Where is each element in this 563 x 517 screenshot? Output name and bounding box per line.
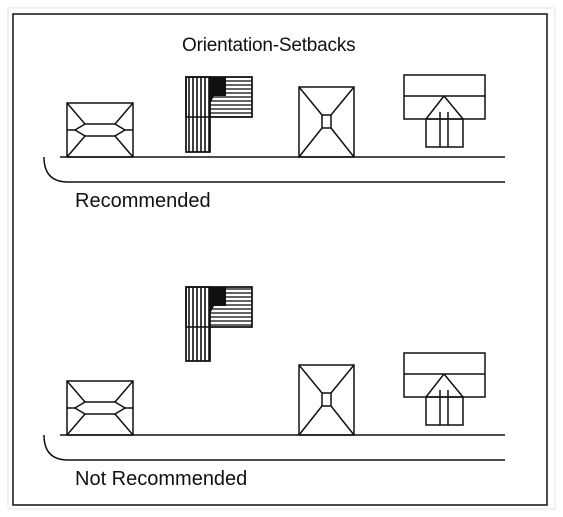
- t-shaped-house: [403, 352, 486, 426]
- l-shaped-hatched-house: [185, 286, 253, 362]
- diagram-frame: [12, 13, 548, 506]
- street-not-recommended: [43, 434, 505, 461]
- not-recommended-section: [43, 286, 505, 461]
- t-shaped-house: [403, 74, 486, 148]
- x-roof-house: [298, 364, 355, 436]
- x-roof-house: [298, 86, 355, 158]
- l-shaped-hatched-house: [185, 76, 253, 153]
- outer-border: [7, 7, 556, 510]
- street-recommended: [43, 156, 505, 183]
- diagram-title: Orientation-Setbacks: [182, 35, 356, 56]
- not-recommended-label: Not Recommended: [75, 468, 248, 490]
- recommended-section: [43, 74, 505, 183]
- recommended-label: Recommended: [75, 190, 211, 212]
- hip-roof-house: [66, 380, 134, 436]
- hip-roof-house: [66, 102, 134, 158]
